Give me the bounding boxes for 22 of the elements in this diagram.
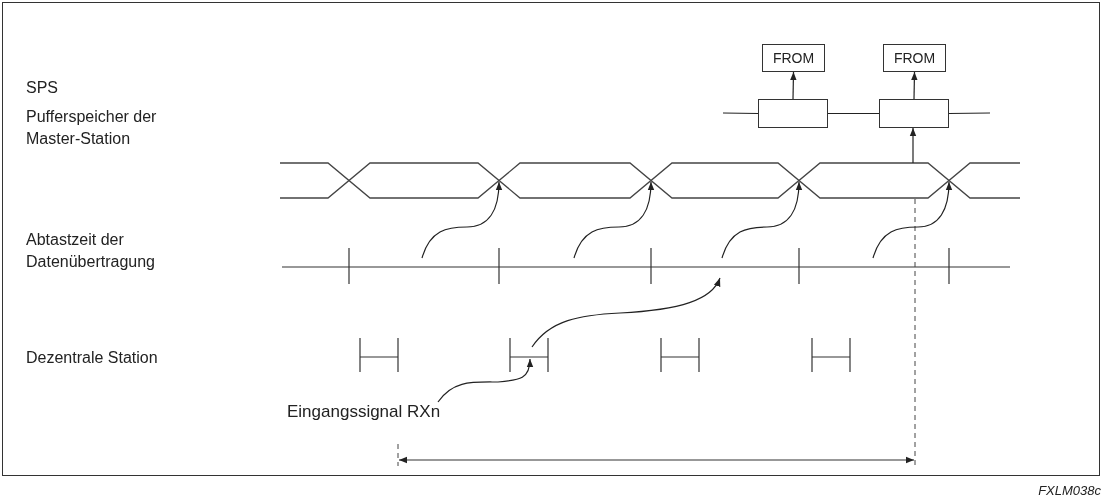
plc-cycle-box bbox=[879, 99, 949, 128]
connector-line bbox=[948, 112, 991, 115]
signal-label: Eingangssignal RXn bbox=[287, 401, 487, 423]
connector-line bbox=[722, 112, 759, 115]
arrow bbox=[790, 71, 797, 100]
arrow bbox=[573, 181, 655, 259]
row-label: Abtastzeit der Datenübertragung bbox=[26, 230, 156, 272]
connector-line bbox=[827, 112, 880, 115]
arrow bbox=[721, 181, 803, 259]
row-label: Dezentrale Station bbox=[26, 348, 159, 368]
figure-code: FXLM038c bbox=[1038, 482, 1101, 499]
plc-cycle-box bbox=[758, 99, 828, 128]
arrow bbox=[437, 358, 533, 403]
arrow bbox=[872, 181, 953, 259]
buffer-memory-waveform bbox=[279, 162, 1021, 199]
row-label: Pufferspeicher der Master-Station bbox=[26, 107, 158, 149]
instruction-box: FROM bbox=[883, 44, 946, 72]
row-label: SPS bbox=[26, 78, 59, 98]
arrow bbox=[421, 181, 503, 259]
arrow bbox=[909, 127, 917, 164]
instruction-box: FROM bbox=[762, 44, 825, 72]
arrow bbox=[911, 71, 918, 100]
